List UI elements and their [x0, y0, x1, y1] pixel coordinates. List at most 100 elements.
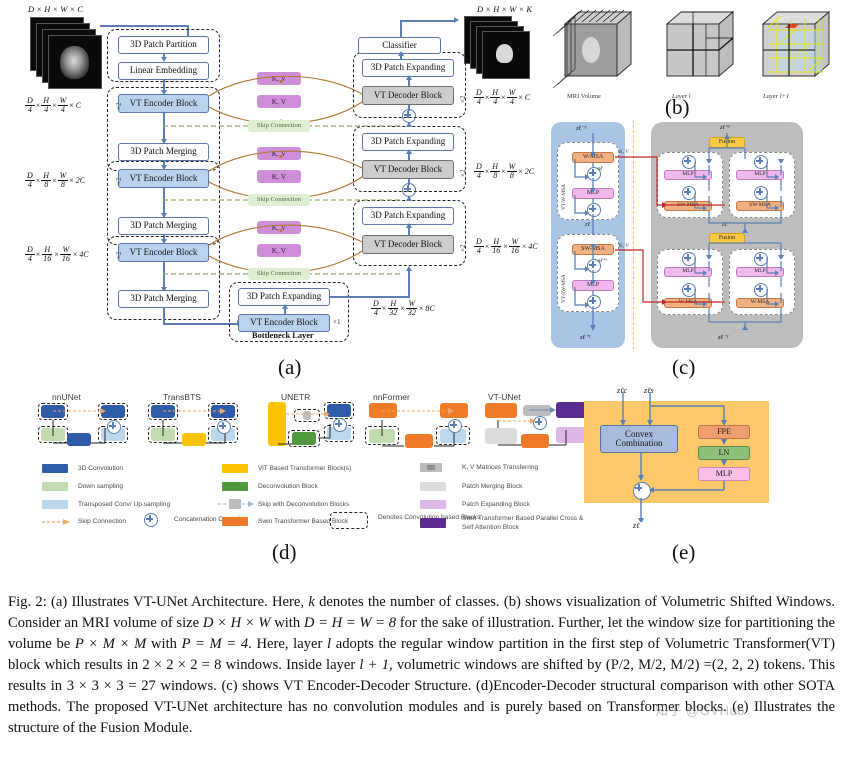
- panel-d-model-nnunet: nnUNet: [52, 392, 81, 402]
- panel-b-label-layer-l1: Layer l+1: [763, 93, 790, 100]
- panel-d-concat-vtunet: [533, 416, 547, 430]
- bottleneck-repeat: ×1: [333, 318, 341, 326]
- panel-e-input-zc: zℓc: [617, 386, 627, 395]
- skip-label-1: Skip Connection: [248, 120, 310, 132]
- figure-caption: Fig. 2: (a) Illustrates VT-UNet Architec…: [8, 594, 835, 736]
- legend-label-down-sampling: Down sampling: [78, 483, 124, 490]
- panel-e-mlp[interactable]: MLP: [698, 467, 750, 481]
- panel-c-kv-label-1: K, V: [619, 149, 629, 155]
- legend-swatch-down-sampling: [42, 482, 68, 491]
- panel-c-mlp-r2[interactable]: MLP: [736, 170, 784, 180]
- encoder-1-repeat: ×2: [115, 102, 123, 110]
- panel-c-mlp-r3[interactable]: MLP: [664, 267, 712, 277]
- decoder-3-repeat: ×2: [459, 244, 467, 252]
- panel-b-label-layer-l: Layer l: [672, 93, 691, 100]
- panel-c-mlp-r1[interactable]: MLP: [664, 170, 712, 180]
- panel-e-add-node: [633, 482, 651, 500]
- panel-c-token-mid-right: zℓ: [722, 222, 727, 228]
- panel-c-divider: [633, 120, 634, 350]
- legend-swatch-kv-transfer: [420, 463, 442, 472]
- block-vt-decoder-1[interactable]: VT Decoder Block: [362, 86, 454, 105]
- legend-swatch-deconvolution: [222, 482, 248, 491]
- legend-label-conv-based: Denotes Convolution based Blocks: [378, 514, 481, 521]
- legend-swatch-transposed-conv: [42, 500, 68, 509]
- panel-d-model-unetr: UNETR: [281, 392, 311, 402]
- legend-swatch-patch-merging: [420, 482, 446, 491]
- block-vt-encoder-1[interactable]: VT Encoder Block: [118, 94, 209, 113]
- panel-d-model-nnformer: nnFormer: [373, 392, 410, 402]
- legend-label-transposed-conv: Transposed Conv/ Up sampling: [78, 501, 171, 508]
- legend-label-deconvolution: Deconvolution Block: [258, 483, 318, 490]
- panel-c-add-r1: [682, 155, 696, 169]
- panel-d-model-vtunet: VT-UNet: [488, 392, 521, 402]
- legend-swatch-patch-expanding: [420, 500, 446, 509]
- kv-box-1b: K, V: [257, 95, 301, 108]
- legend-swatch-conv-based: [330, 512, 368, 529]
- block-vt-decoder-3[interactable]: VT Decoder Block: [362, 235, 454, 254]
- legend-swatch-swin-parallel: [420, 518, 446, 528]
- panel-e-convex-combination[interactable]: Convex Combination: [600, 425, 678, 453]
- legend-label-kv-transfer: K, V Matrices Transferring: [462, 464, 539, 471]
- panel-c-add-3: [587, 259, 601, 273]
- legend-icon-concatenation: [144, 513, 158, 527]
- panel-e-ln[interactable]: LN: [698, 446, 750, 460]
- legend-swatch-skip-connection: [42, 519, 70, 525]
- panel-b-cubes: [552, 9, 831, 89]
- panel-e-output: zℓ: [633, 521, 640, 530]
- panel-c-left-flow: [574, 133, 596, 331]
- legend-label-vit-block: ViT Based Transformer Block(s): [258, 465, 352, 472]
- panel-c-kv-label-2: K, V: [619, 243, 629, 249]
- legend-label-swin-parallel: Swin Transformer Based Parallel Cross & …: [462, 515, 584, 531]
- kv-box-2b: K, V: [257, 170, 301, 183]
- encoder-2-repeat: ×2: [115, 177, 123, 185]
- panel-b-label-mri: MRI Volume: [567, 93, 601, 100]
- panel-letter-a: (a): [278, 355, 302, 379]
- panel-c-token-in-left: zℓ⁻¹: [576, 125, 587, 132]
- block-3d-patch-merging-1[interactable]: 3D Patch Merging: [118, 143, 209, 161]
- legend-swatch-3d-convolution: [42, 464, 68, 473]
- skip-label-3: Skip Connection: [248, 268, 310, 280]
- panel-c-token-mid-main: zℓ: [585, 222, 590, 228]
- panel-a-output-dim-label: D × H × W × K: [477, 4, 532, 14]
- legend-label-concatenation: Concatenation Operation: [174, 516, 248, 523]
- skip-label-2: Skip Connection: [248, 194, 310, 206]
- panel-c-kv-routing: [615, 156, 725, 305]
- watermark: 知乎 @GVHub: [655, 703, 745, 718]
- block-3d-patch-merging-3[interactable]: 3D Patch Merging: [118, 290, 209, 308]
- kv-box-1a: K, V: [257, 72, 301, 85]
- panel-c-w-msa-r2[interactable]: W-MSA: [736, 298, 784, 308]
- legend-label-3d-convolution: 3D Convolution: [78, 465, 124, 472]
- block-3d-patch-merging-2[interactable]: 3D Patch Merging: [118, 217, 209, 235]
- legend-label-skip-connection: Skip Connection: [78, 518, 127, 525]
- legend-label-patch-expanding: Patch Expanding Block: [462, 501, 530, 508]
- panel-c-token-in-right: zℓ⁻¹: [718, 334, 729, 341]
- panel-c-token-out-left: zℓ⁺¹: [580, 334, 591, 341]
- panel-c-mlp-r4[interactable]: MLP: [736, 267, 784, 277]
- panel-c-sw-msa-r2[interactable]: SW-MSA: [736, 201, 784, 211]
- panel-c-right-flow: [694, 133, 784, 330]
- block-3d-patch-partition[interactable]: 3D Patch Partition: [118, 36, 209, 54]
- panel-d-concat-unetr: [333, 418, 347, 432]
- panel-c-token-mid-1: zℓ: [598, 166, 603, 172]
- panel-c-add-2: [587, 203, 601, 217]
- panel-c-token-out-1: zℓ⁺¹: [598, 258, 607, 264]
- kv-box-3b: K, V: [257, 244, 301, 257]
- panel-c-add-4: [587, 295, 601, 309]
- panel-a-input-dim-label: D × H × W × C: [28, 4, 83, 14]
- block-vt-encoder-3[interactable]: VT Encoder Block: [118, 243, 209, 262]
- block-linear-embedding[interactable]: Linear Embedding: [118, 62, 209, 80]
- block-vt-encoder-2[interactable]: VT Encoder Block: [118, 169, 209, 188]
- panel-d-concat-nnunet: [107, 420, 121, 434]
- block-bottleneck-vt-encoder[interactable]: VT Encoder Block: [238, 314, 330, 332]
- decoder-1-repeat: ×2: [459, 95, 467, 103]
- legend-label-swin-block: Swin Transformer Based Block: [258, 518, 349, 525]
- block-vt-decoder-2[interactable]: VT Decoder Block: [362, 160, 454, 179]
- kv-box-2a: K, V: [257, 147, 301, 160]
- panel-c-add-1: [587, 167, 601, 181]
- bottleneck-title: Bottleneck Layer: [252, 331, 314, 340]
